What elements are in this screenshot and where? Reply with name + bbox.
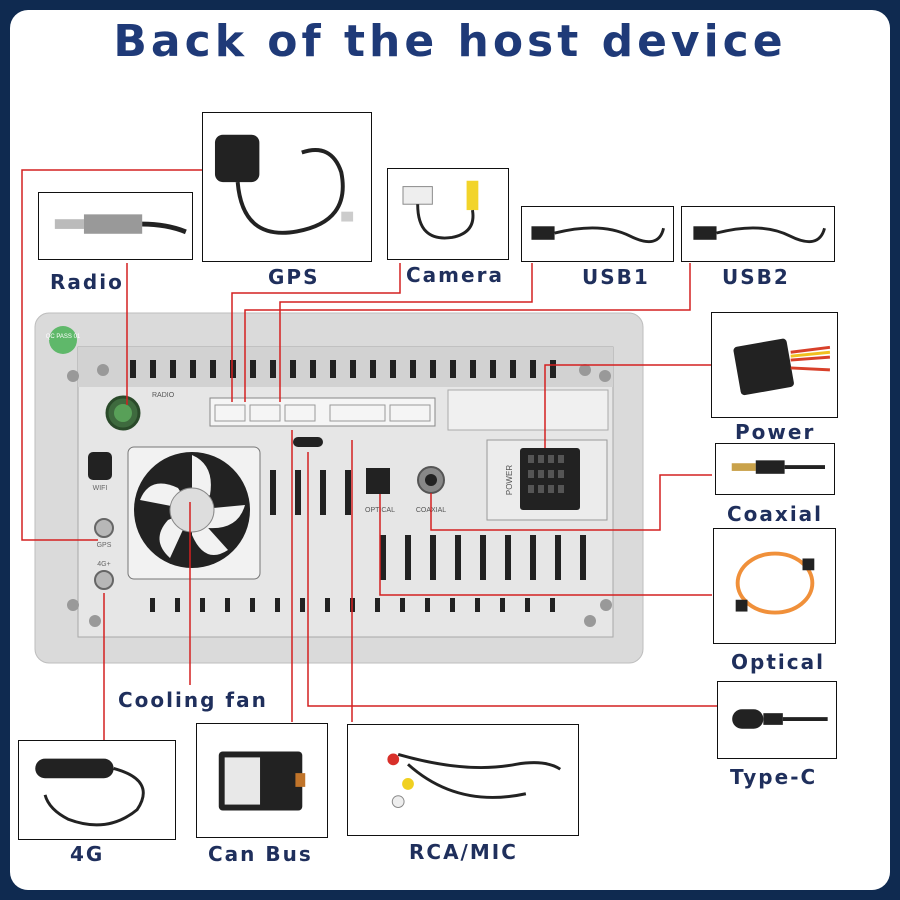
usb2-label: USB2	[722, 265, 790, 289]
coaxial-cable-image	[715, 443, 835, 495]
harness-connectors	[209, 397, 436, 427]
optical-cable-image	[713, 528, 836, 644]
power-port-text: POWER	[505, 465, 514, 495]
radio-label: Radio	[50, 270, 124, 294]
gps-label: GPS	[268, 265, 320, 289]
radio-port-text: RADIO	[152, 392, 175, 399]
wifi-port-text: WIFI	[93, 485, 108, 492]
qc-sticker-text: QC PASS 01	[46, 334, 81, 340]
usb1-cable-image	[521, 206, 674, 262]
coaxial-label: Coaxial	[727, 502, 824, 526]
gps-port	[94, 518, 114, 538]
lte-port-text: 4G+	[97, 561, 110, 568]
optical-port	[366, 468, 390, 494]
power-label: Power	[735, 420, 816, 444]
can-bus-module-image	[196, 723, 328, 838]
optical-port-text: OPTICAL	[365, 507, 395, 514]
lte-port	[94, 570, 114, 590]
usb2-cable-image	[681, 206, 835, 262]
power-harness-image	[711, 312, 838, 418]
type-c-cable-image	[717, 681, 837, 759]
can-bus-label: Can Bus	[208, 842, 313, 866]
camera-label: Camera	[406, 263, 504, 287]
wifi-port	[88, 452, 112, 480]
type-c-port	[293, 437, 323, 447]
radio-antenna-image	[38, 192, 193, 260]
gps-antenna-image	[202, 112, 372, 262]
rca-mic-harness-image	[347, 724, 579, 836]
usb1-label: USB1	[582, 265, 650, 289]
optical-label: Optical	[731, 650, 825, 674]
gps-port-text: GPS	[97, 542, 112, 549]
qc-sticker	[49, 326, 77, 354]
type-c-label: Type-C	[730, 765, 818, 789]
lte-antenna-image	[18, 740, 176, 840]
camera-cable-image	[387, 168, 509, 260]
lte-label: 4G	[70, 842, 105, 866]
cooling-fan-label: Cooling fan	[118, 688, 268, 712]
coaxial-port-text: COAXIAL	[416, 507, 446, 514]
rca-mic-label: RCA/MIC	[409, 840, 518, 864]
page-title: Back of the host device	[113, 16, 787, 67]
